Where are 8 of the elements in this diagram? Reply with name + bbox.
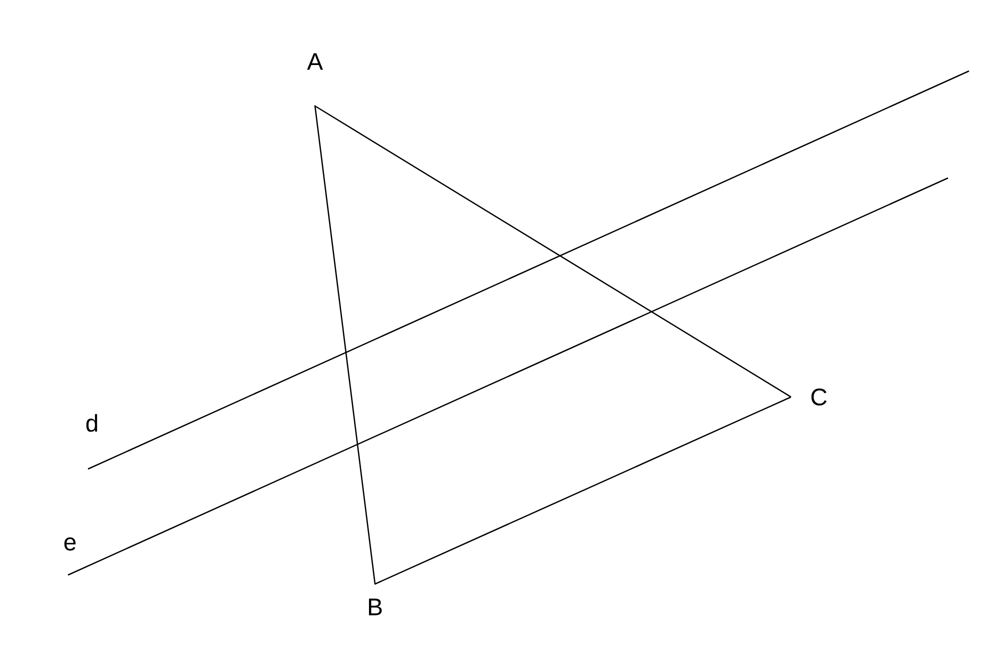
triangle-side <box>374 396 792 585</box>
point-label: A <box>307 53 323 70</box>
point-label: C <box>811 388 827 406</box>
line-label: e <box>64 537 76 551</box>
triangle-side <box>314 105 376 584</box>
triangle-side <box>314 105 792 398</box>
line-label: d <box>86 414 98 432</box>
point-label: B <box>368 598 382 616</box>
